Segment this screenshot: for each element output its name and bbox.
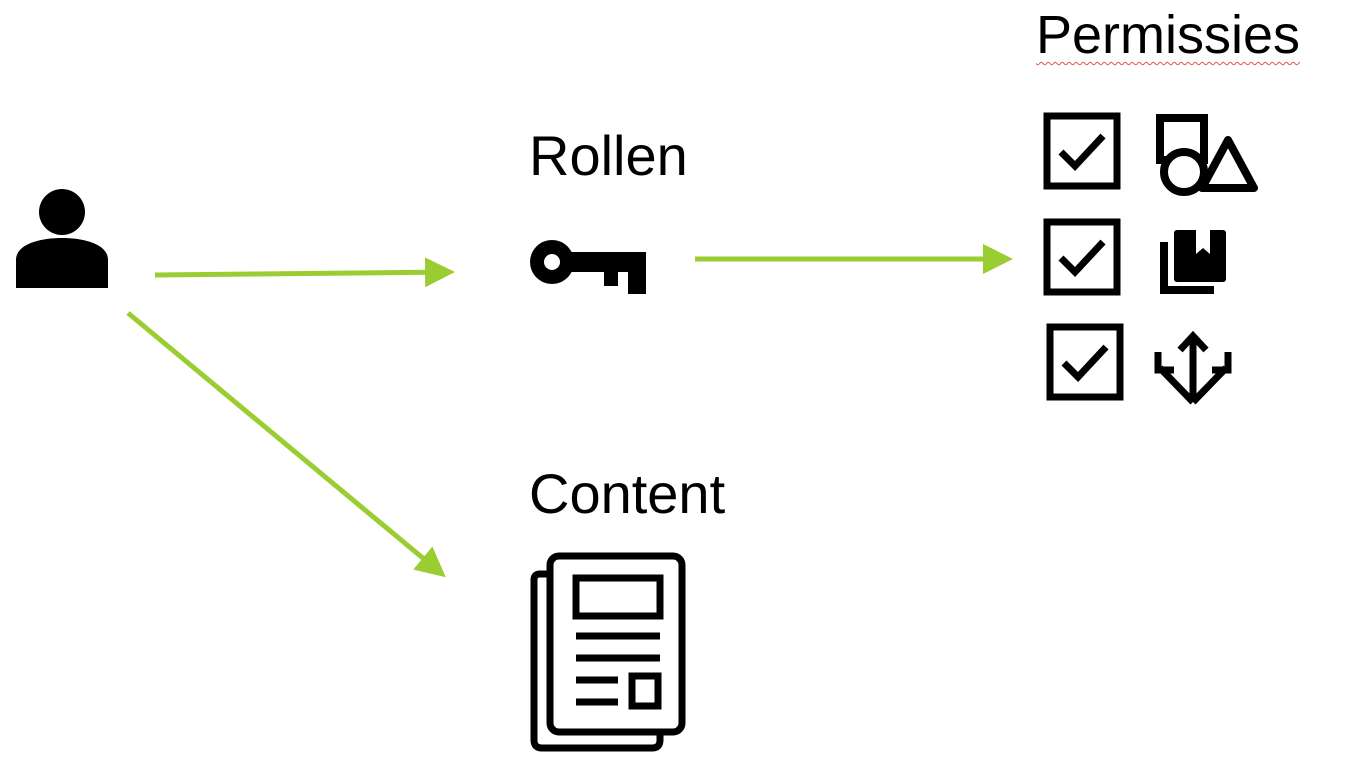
roles-label: Rollen: [529, 124, 688, 187]
content-label: Content: [529, 462, 726, 525]
user-icon: [16, 189, 108, 288]
permissions-label: Permissies: [1036, 5, 1301, 65]
arrow-user-to-roles: [154, 257, 455, 288]
checkbox-checked-icon: [1043, 112, 1121, 190]
split-arrows-icon: [1154, 330, 1232, 405]
shapes-icon: [1156, 114, 1258, 196]
key-icon: [530, 240, 646, 294]
checkbox-checked-icon: [1043, 218, 1121, 296]
document-icon: [530, 552, 686, 752]
library-books-icon: [1160, 230, 1226, 294]
arrow-user-to-content: [126, 311, 446, 578]
checkbox-checked-icon: [1046, 323, 1124, 401]
